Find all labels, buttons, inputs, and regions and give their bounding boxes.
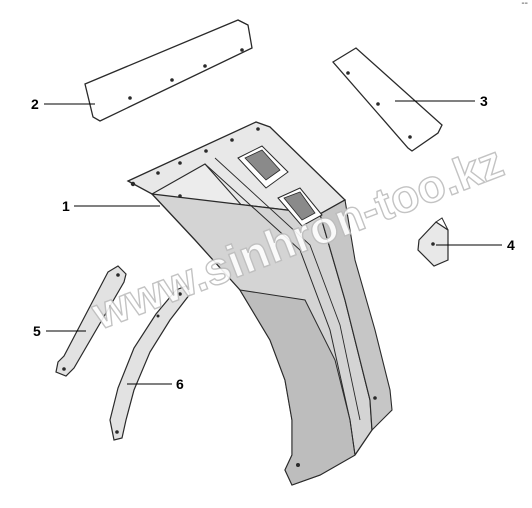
part-5-bracket (55, 265, 127, 377)
callout-4: 4 (507, 237, 515, 253)
callout-3: 3 (480, 93, 488, 109)
part-2-plate (84, 19, 253, 122)
callout-5: 5 (33, 323, 41, 339)
callout-2: 2 (31, 96, 39, 112)
callout-1: 1 (62, 198, 70, 214)
callout-6: 6 (176, 376, 184, 392)
part-1-fender (126, 121, 393, 486)
part-6-stay (109, 285, 191, 441)
part-3-plate (332, 47, 443, 152)
part-4-bracket (417, 217, 449, 267)
corner-mark: -- (521, 0, 528, 9)
